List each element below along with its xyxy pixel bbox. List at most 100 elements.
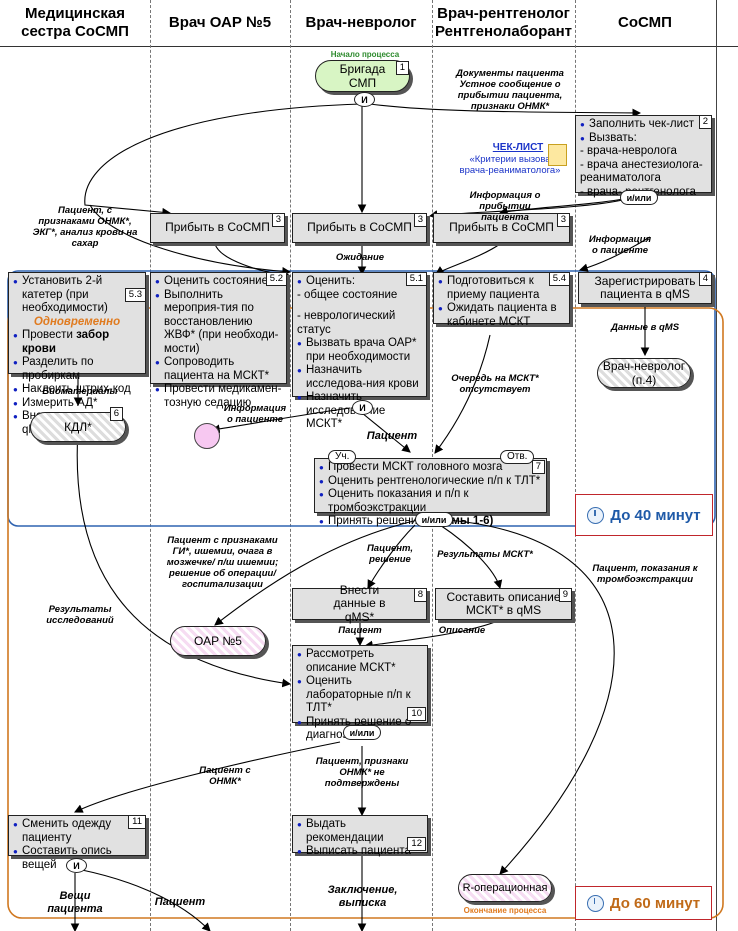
node-4-register[interactable]: Зарегистрировать пациента в qMS 4 xyxy=(578,272,712,304)
edge-1-2 xyxy=(369,103,642,118)
node-6-text: КДЛ* xyxy=(64,420,92,434)
node-11-clothes[interactable]: Сменить одежду пациенту Составить опись … xyxy=(8,815,146,871)
edge-gate-11 xyxy=(74,741,341,813)
node-r-operating[interactable]: R-операционная xyxy=(458,874,552,902)
node-10-review[interactable]: Рассмотреть описание МСКТ* Оценить лабор… xyxy=(292,645,428,741)
label-onmk: Пациент с ОНМК* xyxy=(199,765,251,787)
tab-responsible: Отв. xyxy=(500,450,535,464)
node-5-1-neurologist[interactable]: Оценить: - общее состояние - неврологиче… xyxy=(292,272,427,430)
node-6-lab[interactable]: КДЛ* 6 xyxy=(30,407,126,442)
label-info-arrival: Информация о прибытии пациента xyxy=(469,190,541,223)
edge-gate-3a xyxy=(84,103,363,217)
node-7-mskt[interactable]: Провести МСКТ головного мозга Оценить ре… xyxy=(314,458,547,528)
timer-40-min: До 40 минут xyxy=(575,494,713,536)
edge-gate6-out2 xyxy=(81,869,211,931)
label-patient: Пациент, с признаками ОНМК*, ЭКГ*, анали… xyxy=(32,205,138,249)
node-number: 5.3 xyxy=(124,288,146,302)
lane-header-nurse: Медицинская сестра СоСМП xyxy=(21,5,129,40)
list-item: Выдать рекомендации xyxy=(297,818,423,845)
node-number: 11 xyxy=(128,815,146,829)
label-conclusion: Заключение, выписка xyxy=(327,884,398,909)
edge-gate-rop xyxy=(447,519,615,875)
list-item: Ожидать пациента в кабинете МСКТ xyxy=(438,302,565,329)
list-item: - неврологический статус xyxy=(297,310,396,336)
node-4-text: Зарегистрировать пациента в qMS xyxy=(594,273,696,301)
list-item: Выписать пациента xyxy=(297,845,423,859)
node-number: 8 xyxy=(413,588,427,602)
document-icon xyxy=(548,144,567,166)
list-item: Наклеить штрих-код xyxy=(13,383,141,397)
node-9-description[interactable]: Составить описание МСКТ* в qMS 9 xyxy=(435,588,572,620)
list-item: Оценить состояние xyxy=(155,275,282,289)
gate-and: И xyxy=(352,400,373,415)
list-item: Разделить по пробиркам xyxy=(13,356,141,383)
list-item: Установить 2-й катетер (при необходимост… xyxy=(13,275,141,316)
label-patient-2: Пациент xyxy=(366,430,418,442)
label-data-qms: Данные в qMS xyxy=(610,322,680,333)
node-12-discharge[interactable]: Выдать рекомендации Выписать пациента 12 xyxy=(292,815,428,858)
timer-60-min: До 60 минут xyxy=(575,886,712,920)
node-5-3-nurse[interactable]: Установить 2-й катетер (при необходимост… xyxy=(8,272,146,436)
label-patient-4: Пациент xyxy=(154,896,206,908)
node-3-text: Прибыть в СоСМП xyxy=(307,220,412,235)
list-item: - врача-невролога xyxy=(580,145,677,157)
ref-neurologist[interactable]: Врач-невролог (п.4) xyxy=(597,358,691,388)
label-queue: Очередь на МСКТ* отсутствует xyxy=(451,373,539,395)
label-decision: Пациент, решение xyxy=(366,543,414,565)
header-divider xyxy=(0,46,738,47)
node-1-ambulance[interactable]: Бригада СМП 1 xyxy=(315,60,410,92)
label-docs: Документы пациента Устное сообщение о пр… xyxy=(456,68,564,112)
end-label: Окончание процесса xyxy=(463,906,547,915)
list-item: Принять решение о диагнозе xyxy=(297,716,423,743)
connector-circle xyxy=(194,423,220,449)
tab-participant: Уч. xyxy=(328,450,357,464)
node-5-4-list: Подготовиться к приему пациента Ожидать … xyxy=(438,275,565,329)
node-2-checklist[interactable]: Заполнить чек-лист Вызвать: - врача-невр… xyxy=(575,115,712,198)
lane-divider xyxy=(716,0,717,931)
simultaneous-label: Одновременно xyxy=(33,315,121,328)
node-number: 9 xyxy=(558,588,572,602)
node-number: 3 xyxy=(271,213,285,227)
checklist-subtitle[interactable]: «Критерии вызова врача-реаниматолога» xyxy=(459,154,561,176)
prefix: Провести xyxy=(22,329,77,341)
node-5-2-oar[interactable]: Оценить состояние Выполнить мероприя-тия… xyxy=(150,272,287,409)
lane-header-radiologist: Врач-рентгенолог Рентгенолаборант xyxy=(434,5,573,40)
node-number: 5.4 xyxy=(548,272,570,286)
edge-gate-9 xyxy=(439,524,503,590)
gate-and-or: и/или xyxy=(343,725,381,740)
edge-patient-nurse xyxy=(89,204,292,276)
list-item: Подготовиться к приему пациента xyxy=(438,275,565,302)
list-item: Назначить исследова-ния крови xyxy=(297,364,422,391)
node-number: 5.1 xyxy=(405,272,427,286)
node-5-2-list: Оценить состояние Выполнить мероприя-тия… xyxy=(155,275,282,410)
node-3-text: Прибыть в СоСМП xyxy=(449,220,554,235)
list-item: Составить опись вещей xyxy=(13,845,141,872)
node-oar-5[interactable]: ОАР №5 xyxy=(170,626,266,656)
label-things: Вещи пациента xyxy=(47,890,103,915)
node-number: 10 xyxy=(407,707,426,721)
node-3-text: Прибыть в СоСМП xyxy=(165,220,270,235)
list-item: Выполнить мероприя-тия по восстановлению… xyxy=(155,289,282,357)
label-gi: Пациент с признаками ГИ*, ишемии, очага … xyxy=(166,535,279,590)
lane-divider xyxy=(150,0,151,931)
node-3-arrive-radiology[interactable]: Прибыть в СоСМП 3 xyxy=(433,213,570,243)
node-8-enter-data[interactable]: Внести данные в qMS* 8 xyxy=(292,583,427,623)
node-5-4-radiology[interactable]: Подготовиться к приему пациента Ожидать … xyxy=(433,272,570,328)
node-3-arrive-oar[interactable]: Прибыть в СоСМП 3 xyxy=(150,213,285,243)
edge-3c-54 xyxy=(435,243,501,275)
label-not-confirmed: Пациент, признаки ОНМК* не подтверждены xyxy=(315,756,409,789)
list-item: - общее состояние xyxy=(297,288,398,301)
node-3-arrive-neuro[interactable]: Прибыть в СоСМП 3 xyxy=(292,213,427,243)
node-9-text: Составить описание МСКТ* в qMS xyxy=(446,589,561,617)
lane-header-sosmp: СоСМП xyxy=(618,14,672,31)
list-item: Оценить показания и п/п к тромбоэкстракц… xyxy=(319,488,542,515)
clock-icon xyxy=(587,506,605,524)
checklist-link[interactable]: ЧЕК-ЛИСТ xyxy=(492,142,544,153)
clock-icon xyxy=(586,894,604,912)
prefix: Принять решение xyxy=(328,515,427,527)
edge-gate-oar xyxy=(214,519,419,626)
node-number: 1 xyxy=(395,61,409,75)
edge-2-4 xyxy=(578,236,651,273)
list-item: Оценить: xyxy=(297,275,422,289)
